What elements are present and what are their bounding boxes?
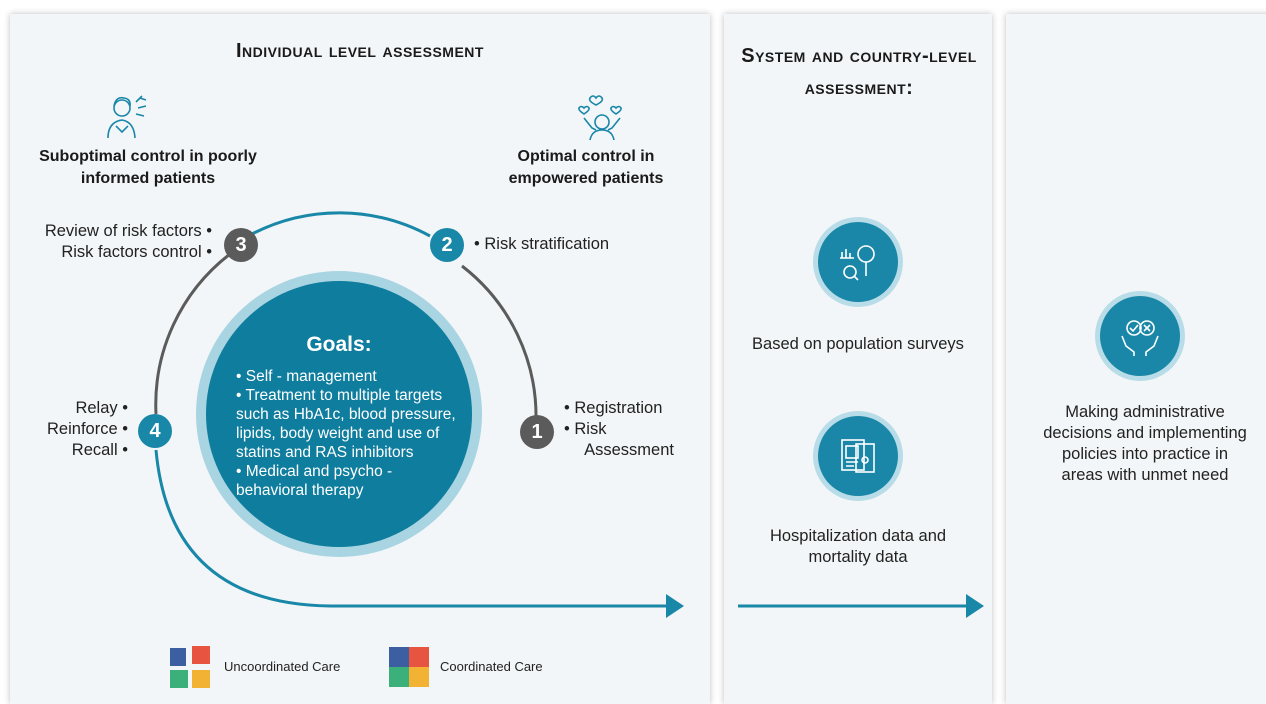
step-1-line: Assessment: [584, 441, 674, 459]
step-3-line: Risk factors control •: [61, 243, 212, 261]
step-3-line: Review of risk factors •: [44, 222, 212, 240]
hospitalization-text: Hospitalization data and mortality data: [769, 527, 947, 566]
population-surveys-text: Based on population surveys: [752, 335, 964, 353]
stressed-patient-icon: [107, 95, 147, 139]
analytics-search-icon: [840, 245, 875, 281]
individual-assessment-panel: Individual level assessment Suboptimal c…: [10, 14, 710, 704]
step-4-text: Relay • Reinforce • Recall •: [10, 398, 128, 461]
legend-coordinated: Coordinated Care: [440, 659, 543, 674]
goals-title: Goals:: [306, 333, 372, 356]
records-icon-circle: [818, 416, 898, 496]
policy-hands-icon: [1121, 320, 1159, 356]
arc-3-to-2: [251, 211, 431, 238]
step-3-text: Review of risk factors • Risk factors co…: [10, 221, 212, 263]
step-2-badge: 2: [430, 228, 464, 262]
care-cycle-diagram: [154, 211, 684, 618]
suboptimal-control-label: Suboptimal control in poorly informed pa…: [39, 148, 257, 187]
step-1-badge: 1: [520, 415, 554, 449]
policy-icon-circle: [1100, 296, 1180, 376]
medical-records-icon: [841, 439, 875, 473]
step-1-line: • Registration: [564, 399, 663, 417]
system-assessment-panel: System and country-level assessment: Bas…: [724, 14, 992, 704]
step-4-badge: 4: [138, 414, 172, 448]
analytics-icon-circle: [818, 222, 898, 302]
goal-item: • Medical and psycho - behavioral therap…: [236, 463, 393, 499]
step-3-badge: 3: [224, 228, 258, 262]
arc-2-to-1: [461, 264, 538, 421]
coordinated-puzzle-icon: [389, 647, 429, 687]
goals-list: • Self - management • Treatment to multi…: [236, 367, 464, 500]
step-1-line: • Risk: [564, 420, 607, 438]
policy-text: Making administrative decisions and impl…: [1043, 403, 1247, 484]
goal-item: • Self - management: [236, 368, 377, 385]
goals-circle: Goals: • Self - management • Treatment t…: [206, 281, 472, 547]
uncoordinated-puzzle-icon: [170, 646, 210, 688]
step-4-line: Recall •: [71, 441, 128, 459]
system-assessment-title: System and country-level assessment:: [741, 45, 977, 99]
happy-patient-icon: [578, 95, 622, 141]
arrow-head: [666, 594, 684, 618]
step-4-line: Reinforce •: [47, 420, 128, 438]
goal-item: • Treatment to multiple targets such as …: [236, 387, 456, 461]
step-2-text: • Risk stratification: [474, 235, 610, 253]
legend-uncoordinated: Uncoordinated Care: [224, 659, 341, 674]
arc-4-to-arrow: [154, 449, 670, 608]
panel2-arrow: [738, 594, 984, 618]
individual-assessment-title: Individual level assessment: [236, 40, 484, 62]
optimal-control-label: Optimal control in empowered patients: [508, 148, 664, 187]
arc-3-to-4: [154, 252, 231, 415]
step-4-line: Relay •: [75, 399, 128, 417]
step-1-text: • Registration • Risk Assessment: [564, 398, 674, 461]
policy-panel: Making administrative decisions and impl…: [1006, 14, 1266, 704]
